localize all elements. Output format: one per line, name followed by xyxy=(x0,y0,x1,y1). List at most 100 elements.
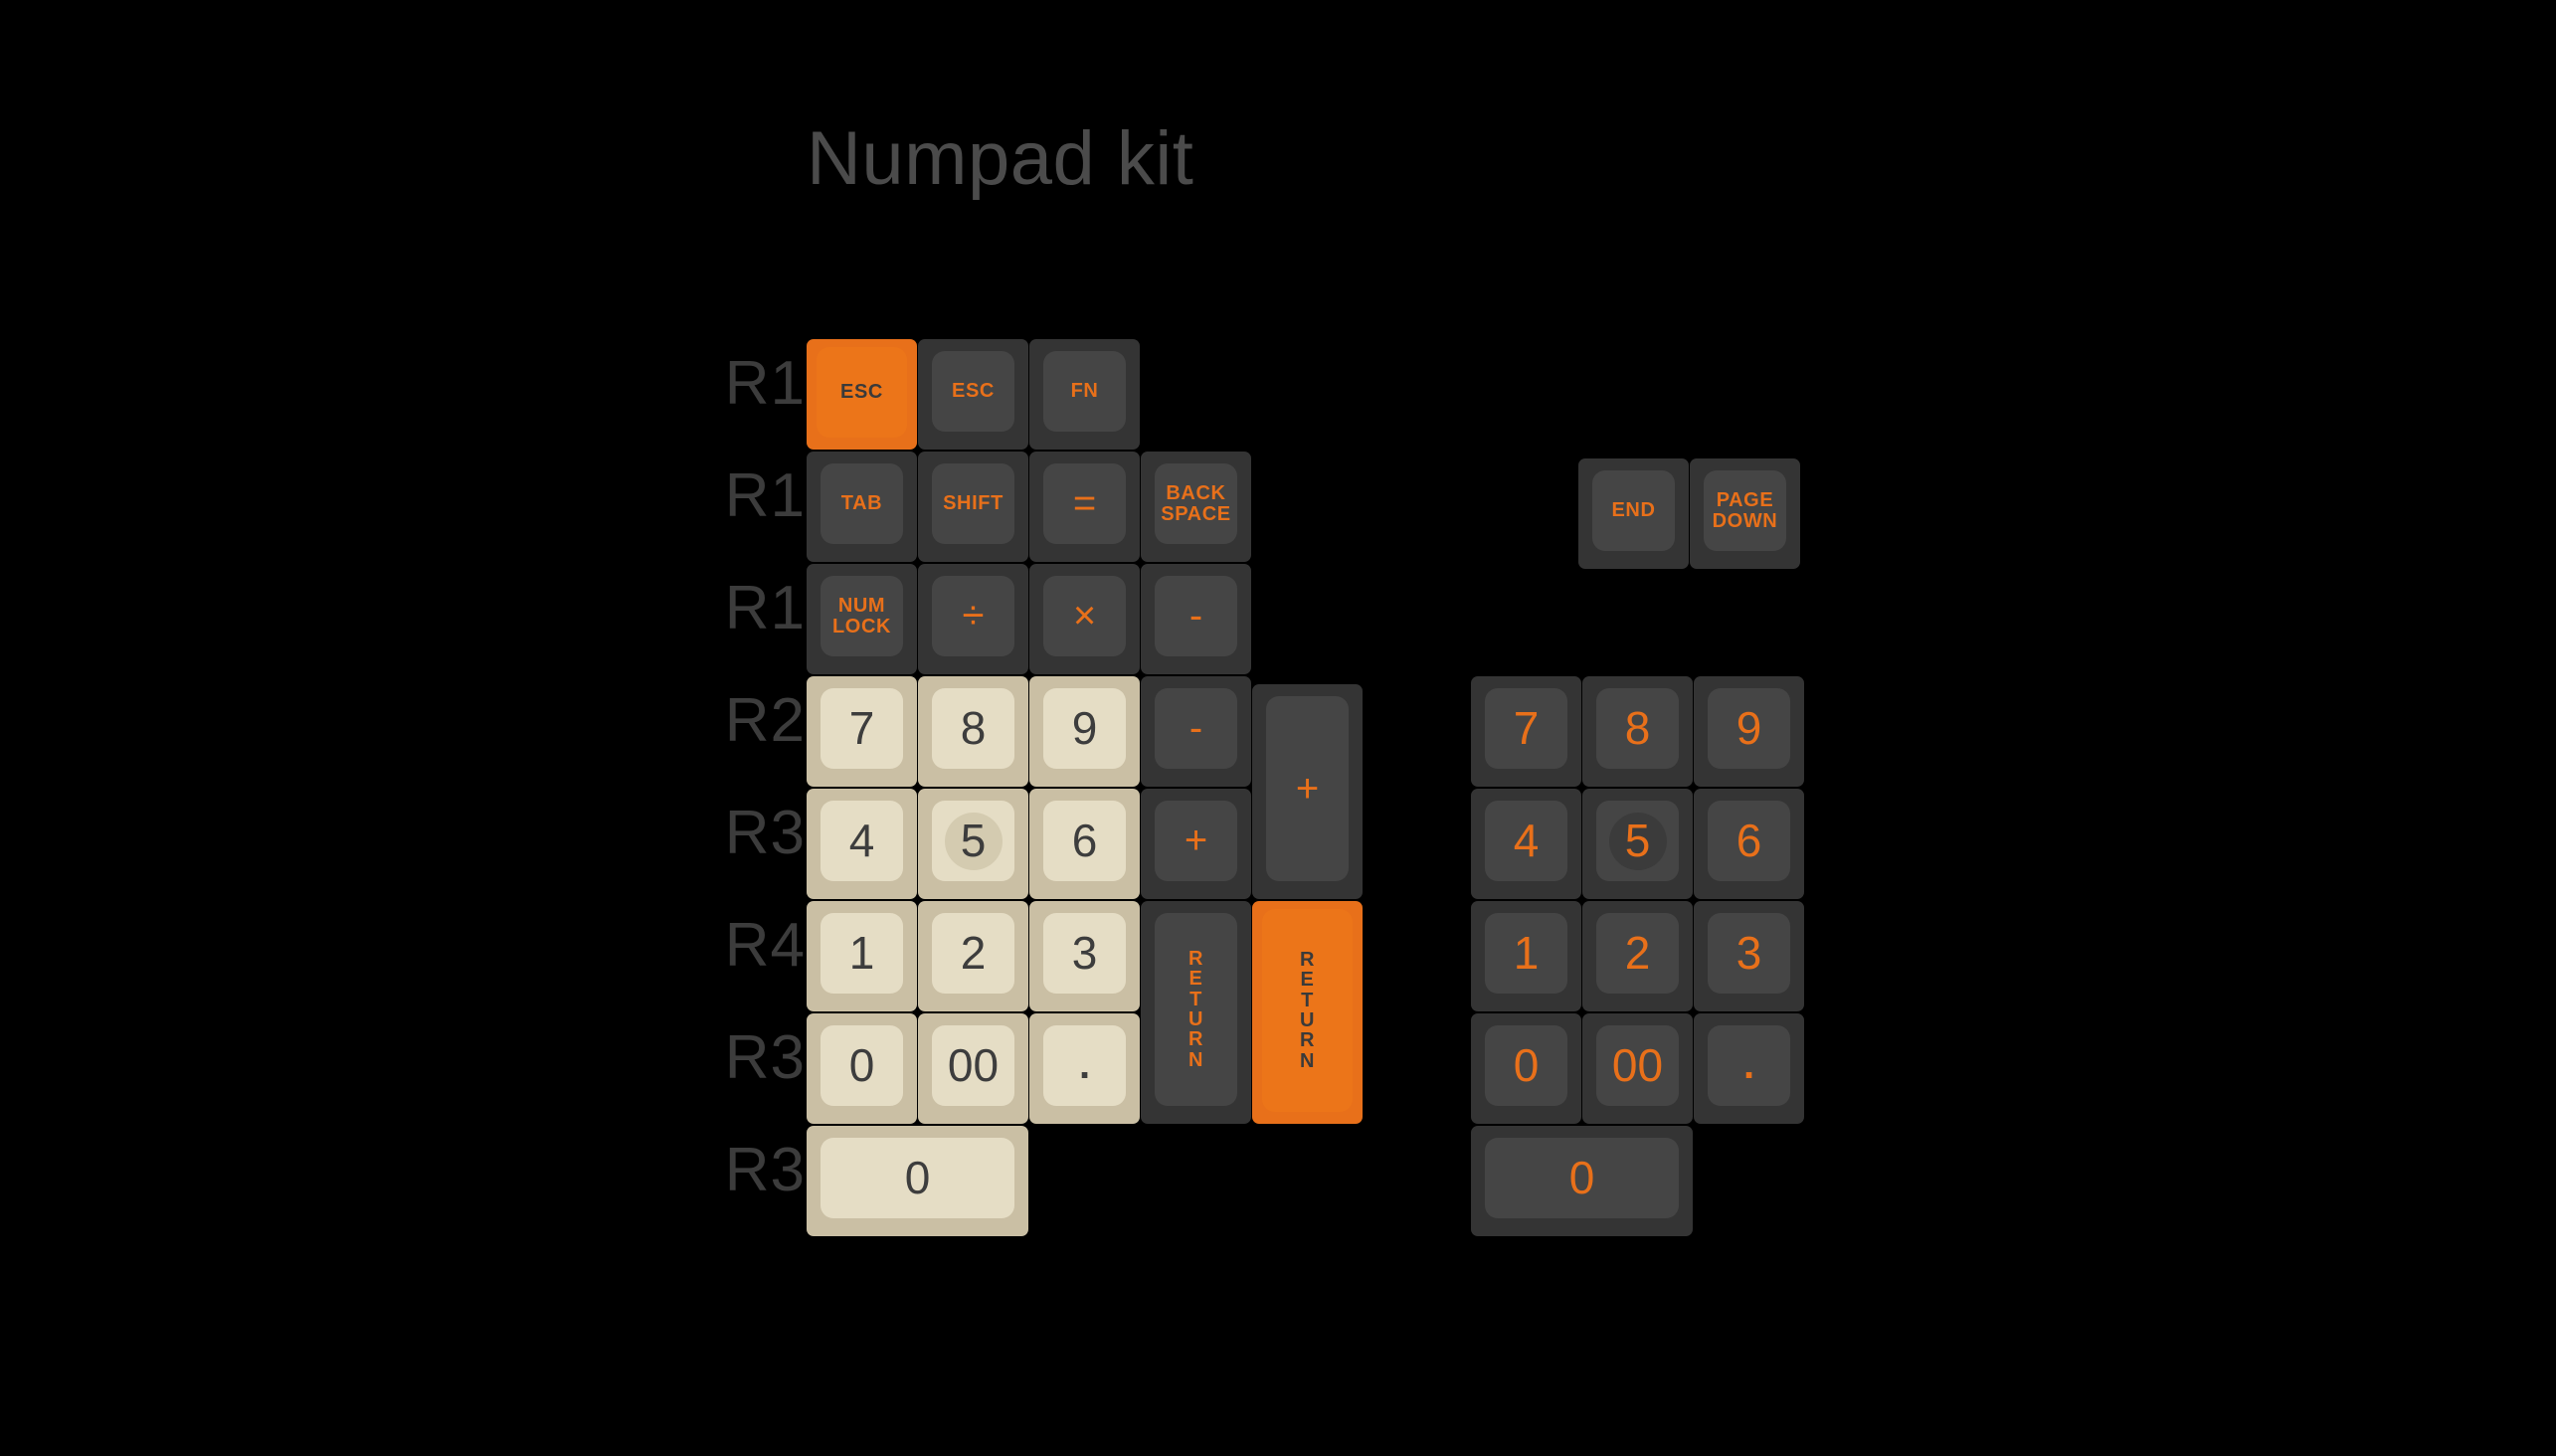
keycap-5[interactable]: 5 xyxy=(918,789,1028,899)
keycap-7[interactable]: 7 xyxy=(807,676,917,787)
keycap-top-surface: 0 xyxy=(1485,1138,1679,1218)
keycap-legend: . xyxy=(1078,1043,1091,1088)
keycap-legend: 4 xyxy=(848,815,875,867)
keycap-top-surface: PAGE DOWN xyxy=(1704,470,1786,551)
keycap-0[interactable]: 0 xyxy=(807,1013,917,1124)
keycap-legend: 6 xyxy=(1735,815,1762,867)
keycap-numlock[interactable]: NUM LOCK xyxy=(807,564,917,674)
keycap-minus-r1[interactable]: - xyxy=(1141,564,1251,674)
row-label-r3-b: R3 xyxy=(724,1023,806,1092)
keycap-legend: 2 xyxy=(1624,927,1651,980)
keycap-00[interactable]: 00 xyxy=(918,1013,1028,1124)
keycap-1[interactable]: 1 xyxy=(807,901,917,1011)
homing-indicator xyxy=(1608,812,1667,870)
keycap-plus-r3[interactable]: + xyxy=(1141,789,1251,899)
keycap-right-00[interactable]: 00 xyxy=(1582,1013,1693,1124)
keycap-legend: 9 xyxy=(1071,702,1098,755)
keycap-right-5[interactable]: 5 xyxy=(1582,789,1693,899)
keycap-legend: - xyxy=(1188,706,1203,751)
keycap-legend: TAB xyxy=(840,492,883,515)
keycap-8[interactable]: 8 xyxy=(918,676,1028,787)
keycap-top-surface: 7 xyxy=(1485,688,1567,769)
row-label-r3-a: R3 xyxy=(724,799,806,867)
keycap-legend: - xyxy=(1188,594,1203,638)
keycap-pagedown[interactable]: PAGE DOWN xyxy=(1690,458,1800,569)
keycap-right-4[interactable]: 4 xyxy=(1471,789,1581,899)
keycap-legend: × xyxy=(1072,594,1097,638)
keycap-legend: BACK SPACE xyxy=(1161,482,1231,525)
keycap-legend: . xyxy=(1742,1043,1755,1088)
keycap-top-surface: - xyxy=(1155,576,1237,656)
keycap-divide[interactable]: ÷ xyxy=(918,564,1028,674)
keycap-period[interactable]: . xyxy=(1029,1013,1140,1124)
keycap-legend: 3 xyxy=(1735,927,1762,980)
keycap-right-period[interactable]: . xyxy=(1694,1013,1804,1124)
keycap-top-surface: 8 xyxy=(1596,688,1679,769)
keycap-legend: NUM LOCK xyxy=(831,595,892,637)
keycap-4[interactable]: 4 xyxy=(807,789,917,899)
keycap-right-9[interactable]: 9 xyxy=(1694,676,1804,787)
keycap-equals[interactable]: = xyxy=(1029,452,1140,562)
row-label-r1-a: R1 xyxy=(724,349,806,418)
keycap-multiply[interactable]: × xyxy=(1029,564,1140,674)
keycap-top-surface: 5 xyxy=(1596,801,1679,881)
keycap-top-surface: ESC xyxy=(817,347,907,438)
keycap-legend: 0 xyxy=(904,1152,931,1204)
keycap-shift[interactable]: SHIFT xyxy=(918,452,1028,562)
keycap-end[interactable]: END xyxy=(1578,458,1689,569)
keycap-top-surface: ÷ xyxy=(932,576,1014,656)
keycap-legend: ÷ xyxy=(962,594,985,638)
keycap-backspace[interactable]: BACK SPACE xyxy=(1141,452,1251,562)
keycap-right-6[interactable]: 6 xyxy=(1694,789,1804,899)
keycap-top-surface: 7 xyxy=(821,688,903,769)
keycap-esc-orange[interactable]: ESC xyxy=(807,339,917,450)
keycap-top-surface: TAB xyxy=(821,463,903,544)
homing-indicator xyxy=(944,812,1003,870)
keycap-top-surface: . xyxy=(1043,1025,1126,1106)
keycap-legend: 9 xyxy=(1735,702,1762,755)
keycap-legend: 00 xyxy=(1611,1039,1664,1092)
keycap-right-1[interactable]: 1 xyxy=(1471,901,1581,1011)
row-label-r3-c: R3 xyxy=(724,1136,806,1204)
keycap-0-wide[interactable]: 0 xyxy=(807,1126,1028,1236)
keycap-top-surface: 6 xyxy=(1708,801,1790,881)
keycap-right-3[interactable]: 3 xyxy=(1694,901,1804,1011)
row-label-r2: R2 xyxy=(724,686,806,755)
keycap-legend: 0 xyxy=(1568,1152,1595,1204)
keycap-3[interactable]: 3 xyxy=(1029,901,1140,1011)
keycap-right-0[interactable]: 0 xyxy=(1471,1013,1581,1124)
keycap-legend: = xyxy=(1072,481,1097,526)
keycap-top-surface: NUM LOCK xyxy=(821,576,903,656)
keycap-legend: 0 xyxy=(848,1039,875,1092)
keycap-right-8[interactable]: 8 xyxy=(1582,676,1693,787)
keycap-top-surface: FN xyxy=(1043,351,1126,432)
keycap-plus-tall[interactable]: + xyxy=(1252,684,1363,899)
keycap-tab[interactable]: TAB xyxy=(807,452,917,562)
keycap-legend: END xyxy=(1611,499,1656,522)
keycap-top-surface: 2 xyxy=(1596,913,1679,994)
keycap-top-surface: BACK SPACE xyxy=(1155,463,1237,544)
keycap-top-surface: 1 xyxy=(821,913,903,994)
row-label-r1-c: R1 xyxy=(724,574,806,642)
keycap-right-7[interactable]: 7 xyxy=(1471,676,1581,787)
keycap-esc[interactable]: ESC xyxy=(918,339,1028,450)
keycap-legend: 00 xyxy=(947,1039,1000,1092)
keycap-top-surface: × xyxy=(1043,576,1126,656)
keycap-9[interactable]: 9 xyxy=(1029,676,1140,787)
keycap-top-surface: 2 xyxy=(932,913,1014,994)
keycap-right-0-wide[interactable]: 0 xyxy=(1471,1126,1693,1236)
keycap-legend: + xyxy=(1184,819,1208,863)
keycap-right-2[interactable]: 2 xyxy=(1582,901,1693,1011)
keycap-minus-r2[interactable]: - xyxy=(1141,676,1251,787)
keycap-6[interactable]: 6 xyxy=(1029,789,1140,899)
keycap-top-surface: 1 xyxy=(1485,913,1567,994)
keycap-legend: PAGE DOWN xyxy=(1712,489,1778,532)
keycap-2[interactable]: 2 xyxy=(918,901,1028,1011)
keycap-top-surface: SHIFT xyxy=(932,463,1014,544)
keycap-fn[interactable]: FN xyxy=(1029,339,1140,450)
keycap-top-surface: 3 xyxy=(1708,913,1790,994)
